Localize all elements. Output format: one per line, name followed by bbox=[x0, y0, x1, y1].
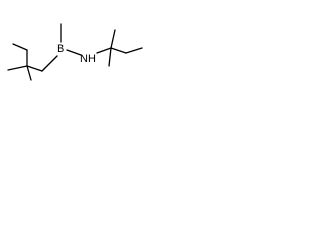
bond-left-methyl-upper bbox=[12, 43, 28, 51]
bond-right-methyl-lower bbox=[108, 47, 112, 67]
bond-left-methyl-lower bbox=[26, 65, 32, 81]
right-tert-butyl-group bbox=[108, 29, 143, 67]
left-tert-butyl-group bbox=[7, 43, 58, 81]
molecule-structure: B NH bbox=[7, 23, 143, 81]
boron-atom-label: B bbox=[57, 43, 64, 55]
bond-right-methyl-far bbox=[125, 47, 143, 54]
bond-right-methyl-upper bbox=[110, 29, 116, 49]
bond-left-quaternary-to-boron bbox=[41, 55, 58, 72]
bond-left-methyl-left bbox=[7, 65, 28, 71]
bond-boron-nitrogen bbox=[66, 49, 82, 56]
bond-nitrogen-quaternary bbox=[96, 47, 112, 54]
bond-left-quaternary-to-methyl-right bbox=[26, 65, 43, 72]
bond-right-methyl-right bbox=[110, 47, 127, 54]
nitrogen-atom-label: NH bbox=[80, 53, 96, 65]
